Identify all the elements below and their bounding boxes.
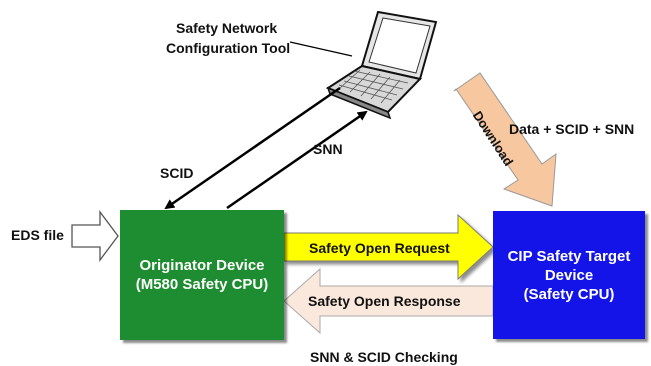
originator-device: Originator Device (M580 Safety CPU) bbox=[120, 210, 284, 340]
target-line1: CIP Safety Target bbox=[507, 247, 631, 265]
download-arrow bbox=[453, 72, 557, 207]
eds-file-arrow bbox=[71, 210, 119, 262]
snn-label: SNN bbox=[313, 141, 343, 157]
open-request-label: Safety Open Request bbox=[309, 240, 450, 256]
scid-arrow bbox=[164, 86, 341, 210]
open-response-arrow bbox=[283, 267, 494, 335]
target-line2: Device bbox=[544, 266, 594, 284]
tool-label-line1: Safety Network bbox=[176, 20, 278, 36]
eds-file-label: EDS file bbox=[11, 227, 64, 243]
target-line3: (Safety CPU) bbox=[523, 285, 615, 303]
checking-label: SNN & SCID Checking bbox=[310, 349, 458, 365]
open-response-label: Safety Open Response bbox=[308, 293, 461, 309]
originator-line1: Originator Device bbox=[139, 257, 265, 274]
label-pointer-line bbox=[289, 41, 353, 57]
data-scid-snn-label: Data + SCID + SNN bbox=[509, 121, 635, 137]
target-device: CIP Safety Target Device (Safety CPU) bbox=[493, 211, 645, 339]
snn-arrow bbox=[226, 110, 368, 210]
originator-line2: (M580 Safety CPU) bbox=[135, 276, 269, 293]
open-request-arrow bbox=[283, 213, 494, 281]
laptop-icon bbox=[325, 10, 438, 120]
scid-label: SCID bbox=[160, 165, 194, 181]
tool-label-line2: Configuration Tool bbox=[166, 40, 291, 56]
